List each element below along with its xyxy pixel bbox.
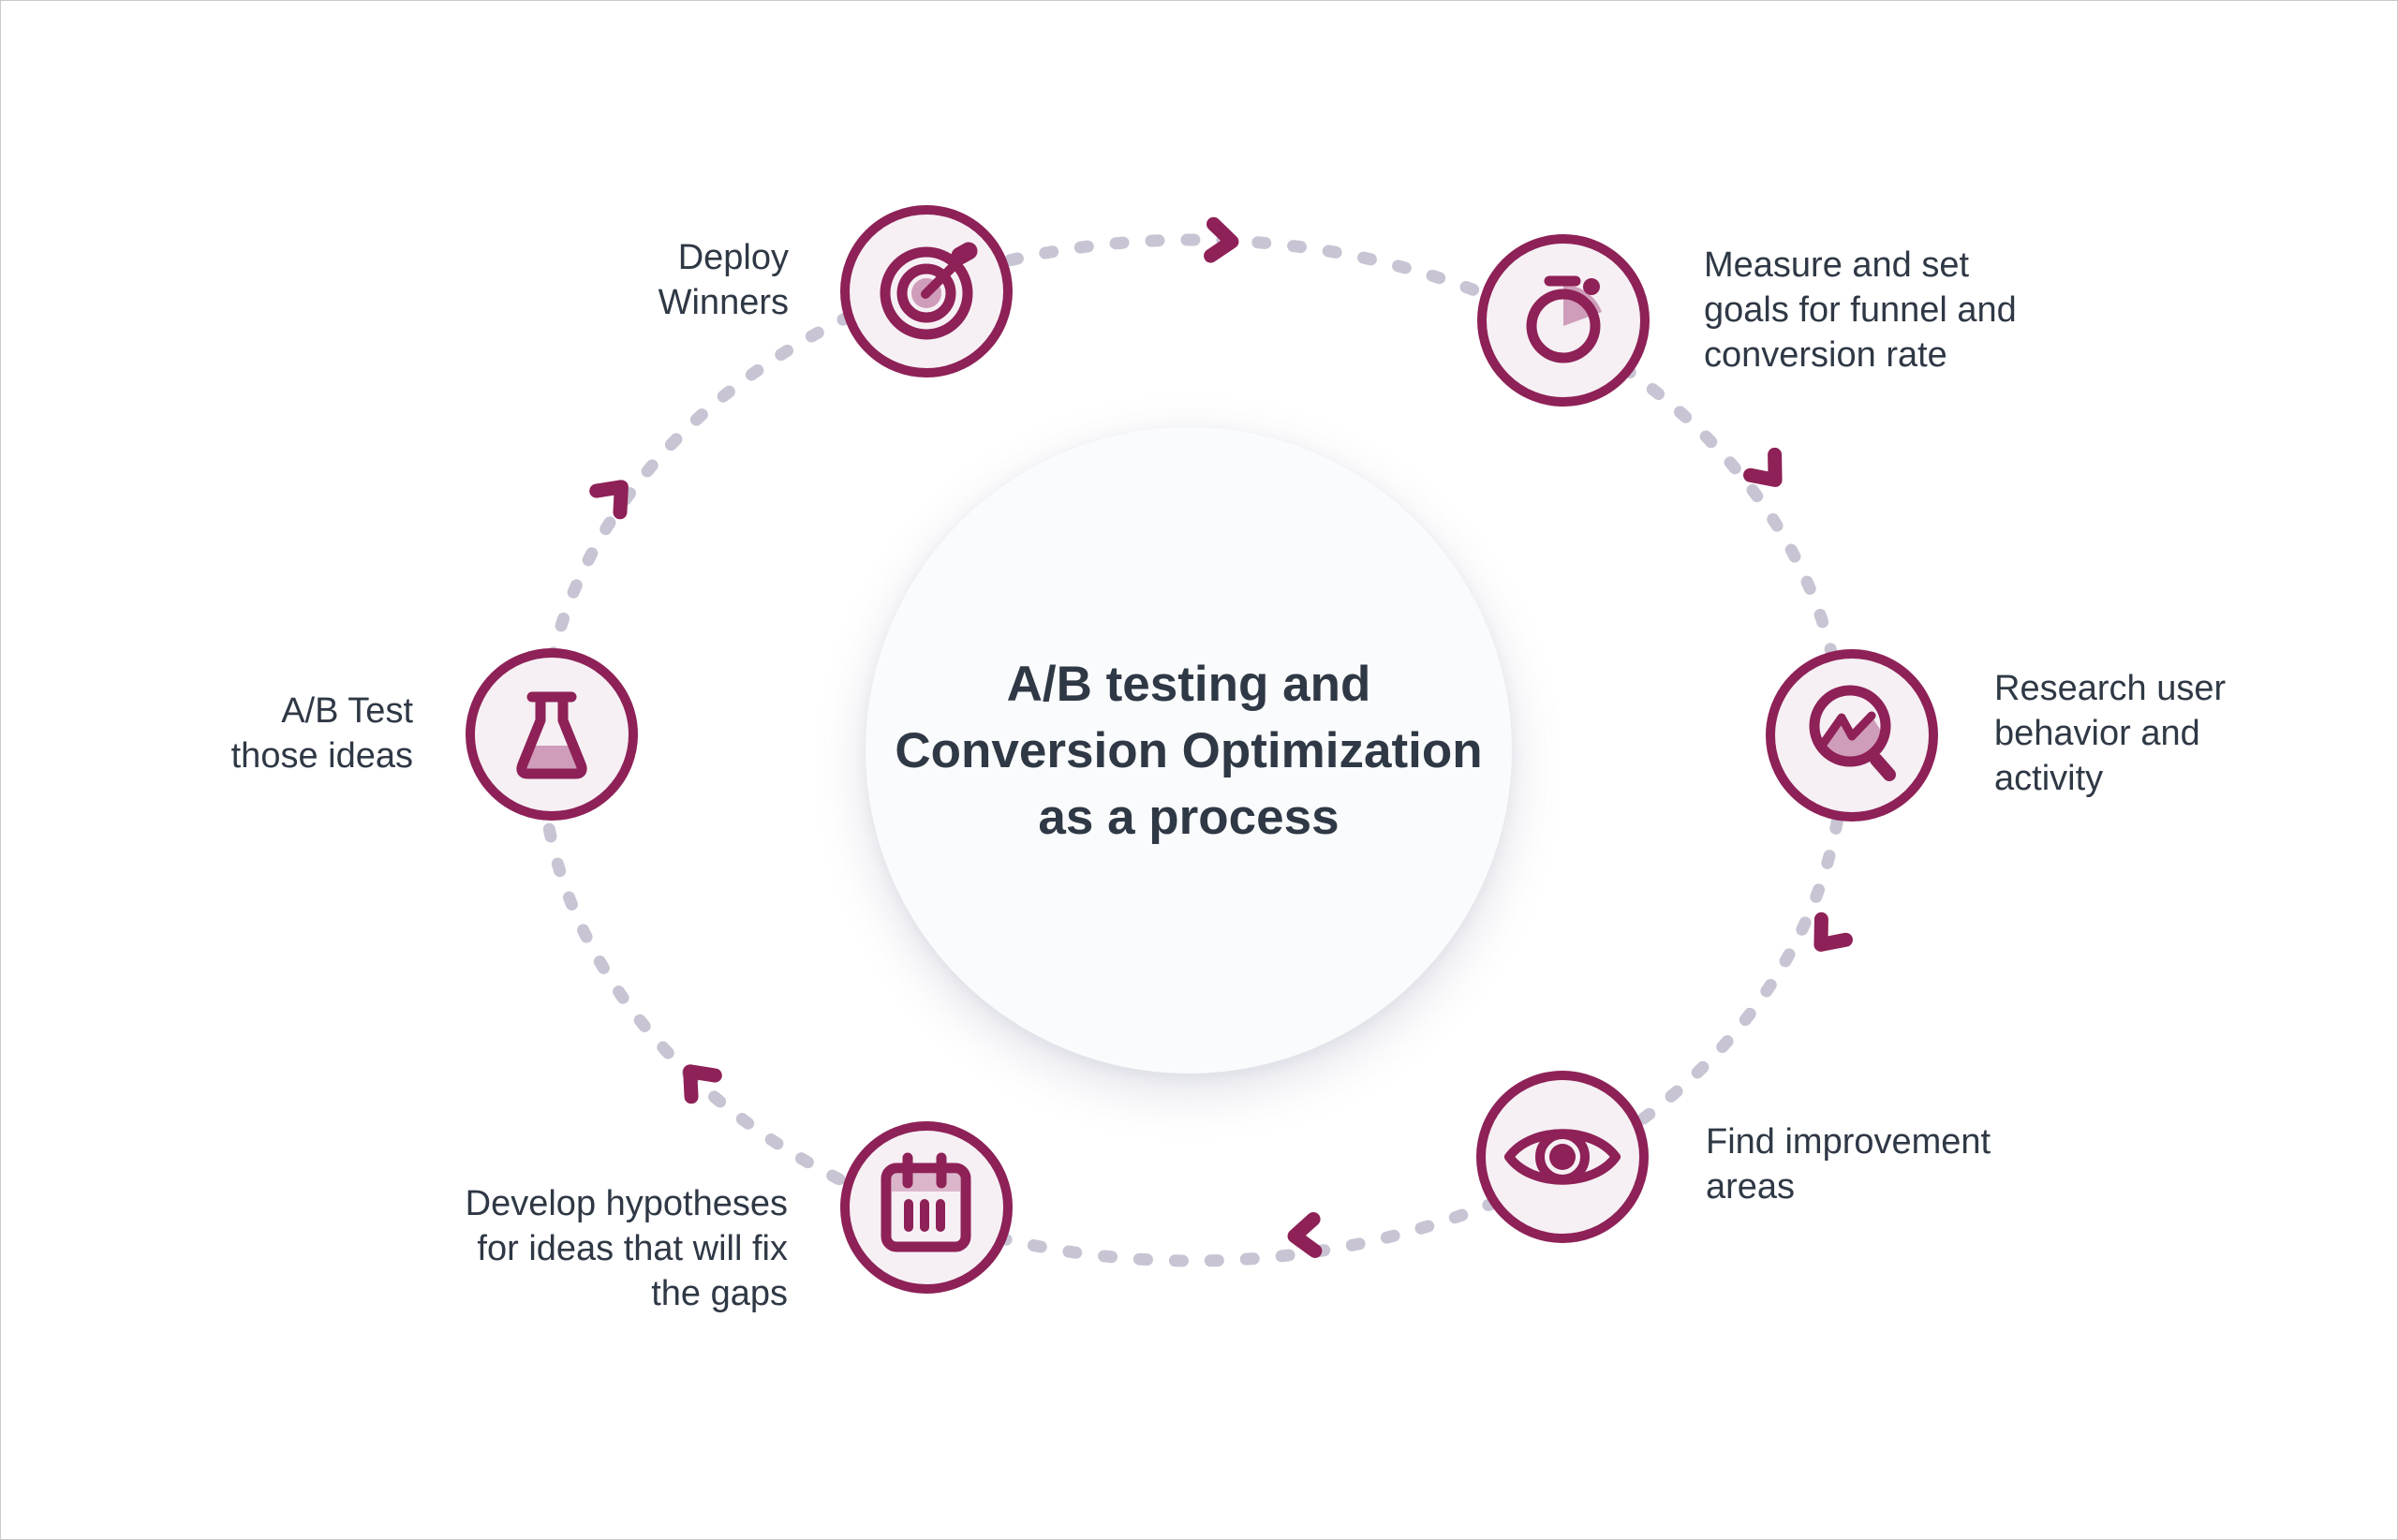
page-title-line: as a process (1038, 789, 1340, 845)
step-node-develop (840, 1121, 1013, 1294)
step-node-find (1476, 1071, 1649, 1243)
step-node-measure (1477, 234, 1650, 407)
step-label-research: Research user behavior and activity (1994, 669, 2227, 798)
calendar-icon (881, 1152, 971, 1252)
target-icon (880, 242, 978, 340)
flow-arrow-lower-left-icon (683, 1064, 722, 1104)
eye-icon (1504, 1129, 1621, 1185)
flow-arrow-lower-right-icon (1813, 911, 1853, 952)
flow-arrow-top-icon (1204, 216, 1239, 263)
step-label-measure: Measure and set goals for funnel and con… (1704, 245, 2017, 375)
flask-icon (516, 691, 587, 779)
step-label-find: Find improvement areas (1706, 1122, 1991, 1207)
flow-arrow-upper-left-icon (589, 480, 629, 520)
step-node-deploy (840, 205, 1013, 378)
step-label-deploy: Deploy Winners (658, 238, 789, 322)
step-node-abtest (466, 648, 638, 821)
step-label-abtest: A/B Test those ideas (230, 691, 413, 776)
magnifier-chart-icon (1809, 685, 1896, 781)
flow-arrow-upper-right-icon (1743, 447, 1783, 487)
stopwatch-icon (1526, 275, 1602, 363)
page-title-line: A/B testing and (1006, 656, 1371, 712)
step-label-develop: Develop hypotheses for ideas that will f… (465, 1184, 788, 1313)
step-node-research (1766, 649, 1938, 822)
center-circle: A/B testing and Conversion Optimization … (866, 427, 1512, 1074)
flow-arrow-bottom-icon (1287, 1211, 1323, 1258)
page-title-line: Conversion Optimization (895, 722, 1483, 778)
